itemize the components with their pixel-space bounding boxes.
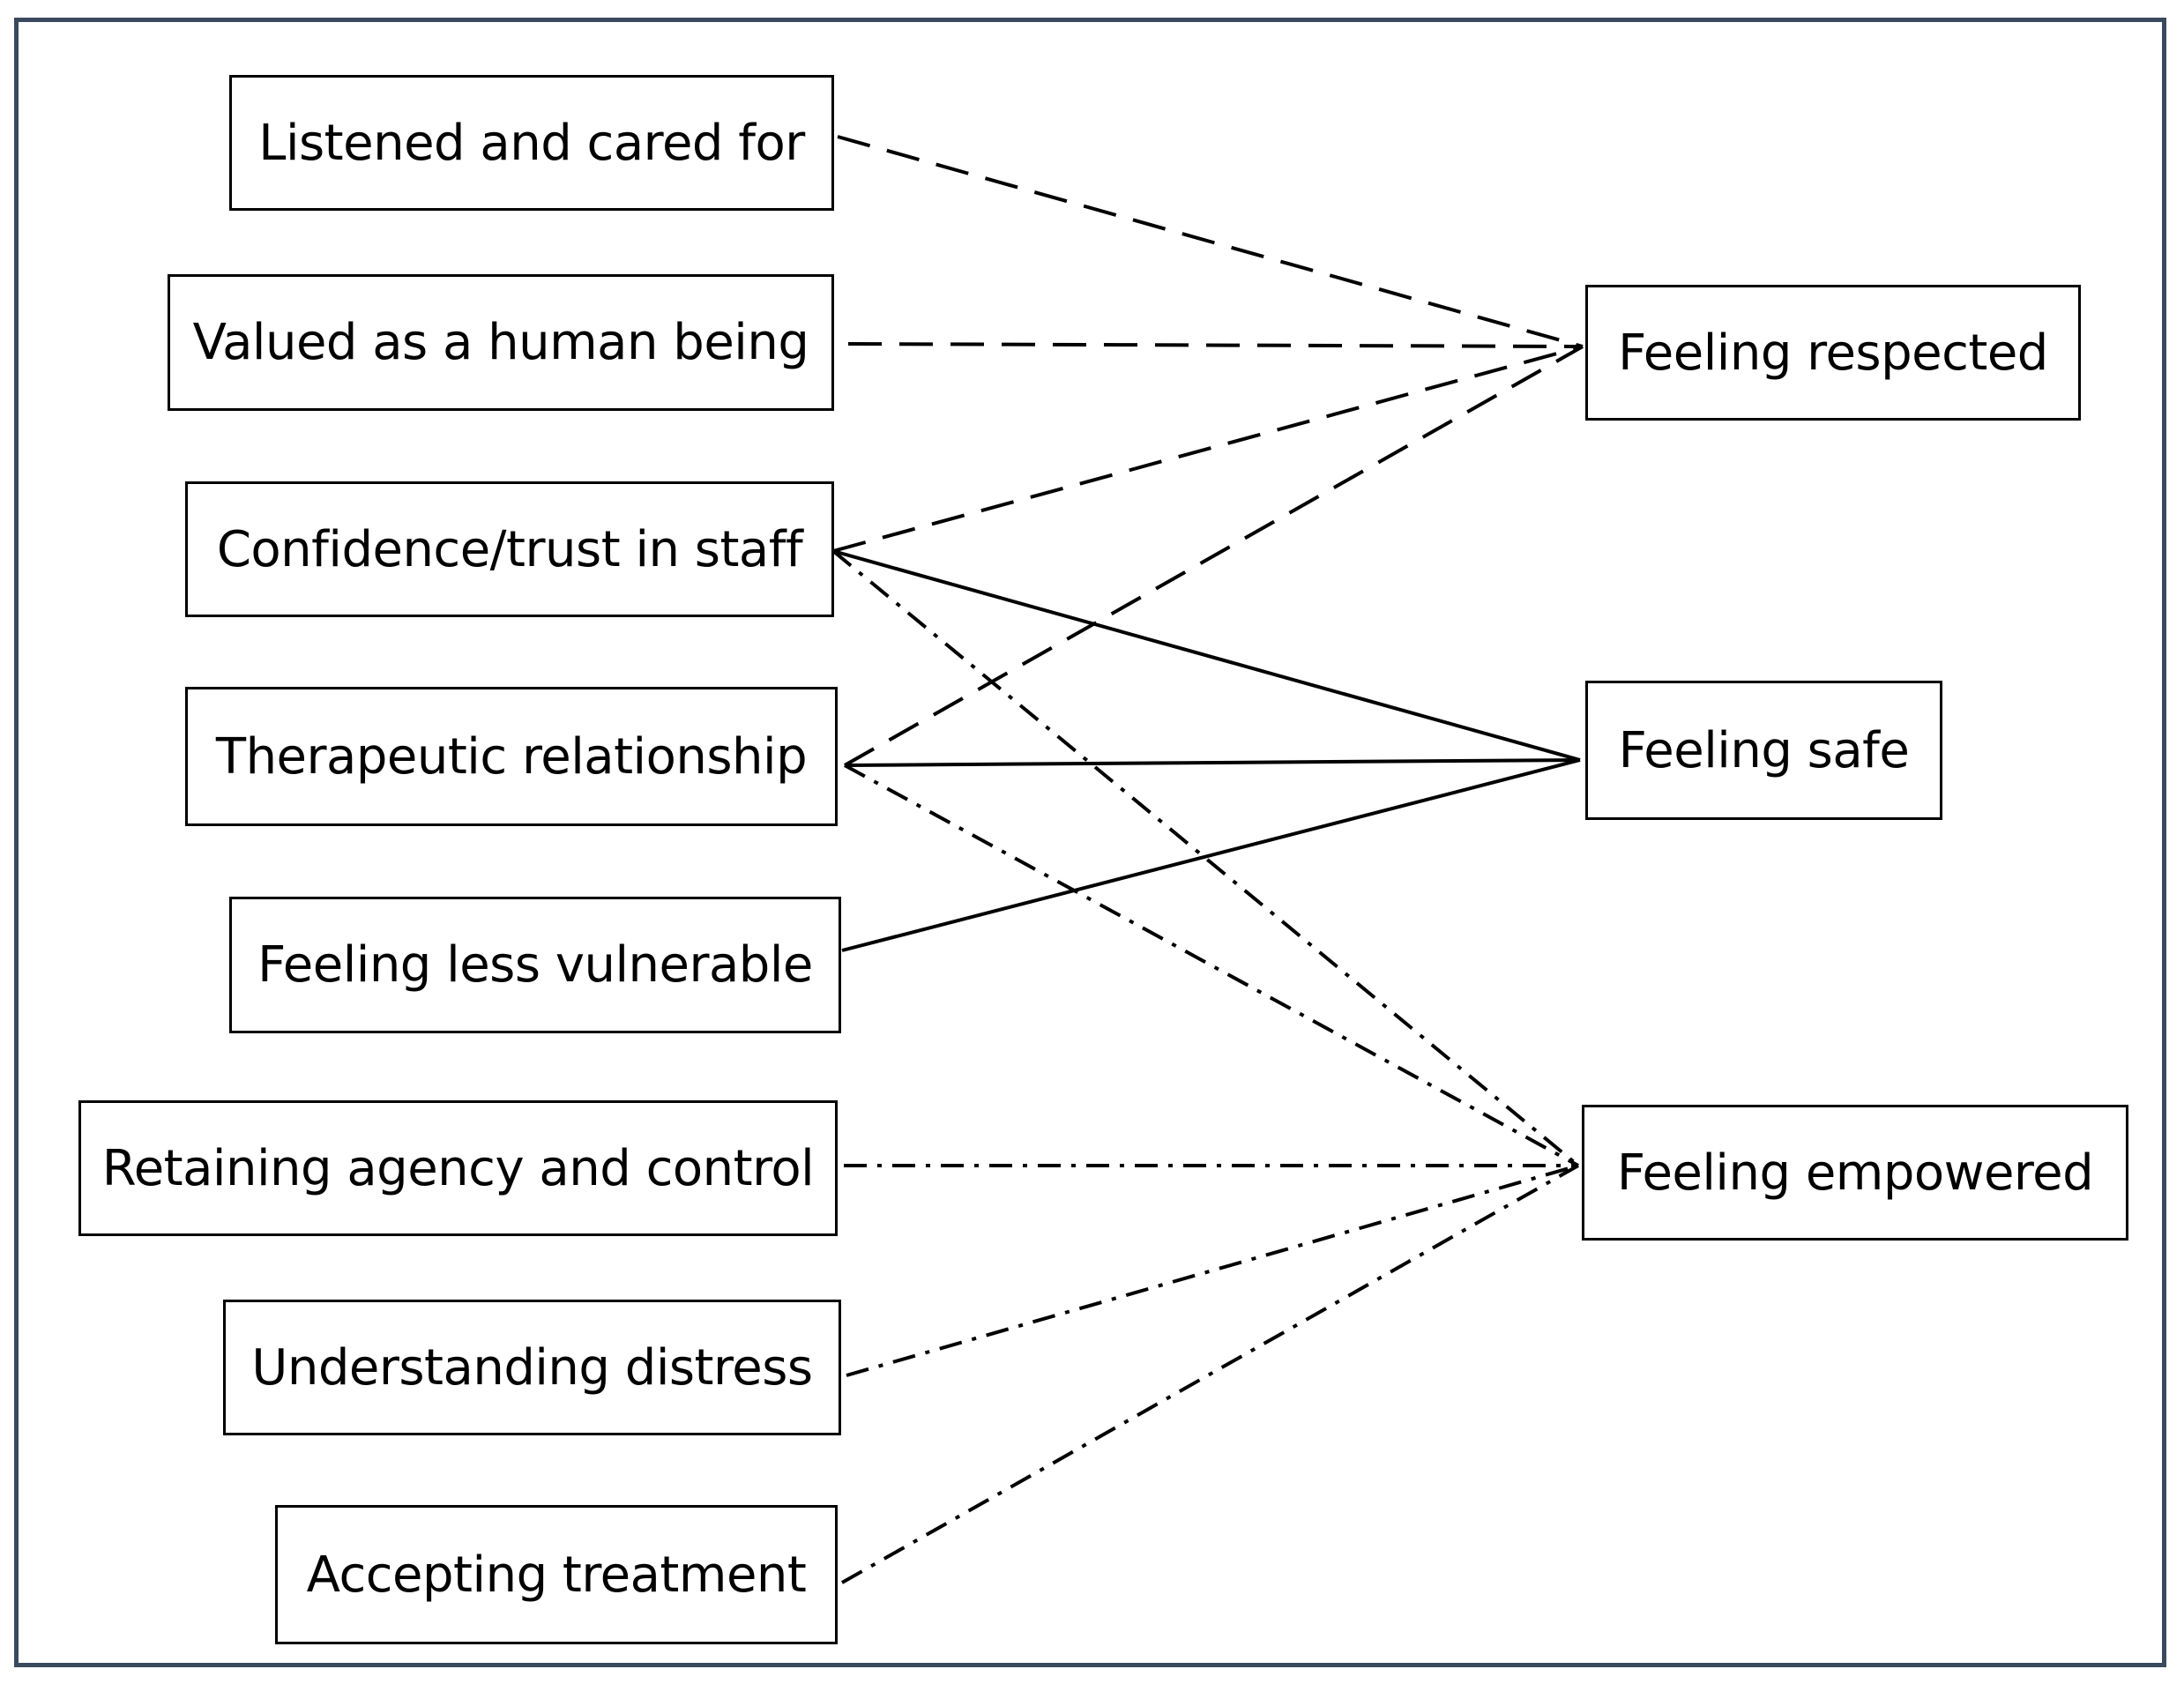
node-treatment: Accepting treatment (275, 1505, 838, 1644)
node-label: Feeling safe (1618, 721, 1910, 779)
node-label: Confidence/trust in staff (216, 520, 803, 578)
node-label: Therapeutic relationship (215, 727, 808, 786)
link-therapeutic-to-safe (844, 758, 1581, 767)
node-valued: Valued as a human being (168, 274, 834, 411)
node-label: Listened and cared for (258, 114, 805, 172)
node-label: Valued as a human being (192, 314, 809, 371)
node-label: Accepting treatment (306, 1546, 807, 1604)
node-agency: Retaining agency and control (78, 1100, 838, 1236)
node-listened: Listened and cared for (229, 75, 834, 211)
link-listened-to-respected (837, 135, 1584, 348)
link-therapeutic-to-empowered (844, 764, 1579, 1167)
node-safe: Feeling safe (1585, 681, 1942, 820)
node-respected: Feeling respected (1585, 285, 2081, 421)
link-confidence-to-respected (832, 345, 1584, 553)
link-confidence-to-safe (832, 549, 1581, 762)
node-label: Understanding distress (251, 1338, 813, 1397)
link-treatment-to-empowered (841, 1164, 1579, 1584)
link-distress-to-empowered (846, 1164, 1579, 1377)
node-label: Retaining agency and control (101, 1139, 815, 1197)
link-valued-to-respected (847, 342, 1584, 348)
link-vulnerable-to-safe (841, 758, 1581, 952)
node-label: Feeling empowered (1616, 1144, 2094, 1202)
node-therapeutic: Therapeutic relationship (185, 687, 838, 826)
link-confidence-to-empowered (831, 549, 1580, 1167)
node-label: Feeling respected (1618, 324, 2048, 382)
node-vulnerable: Feeling less vulnerable (229, 897, 841, 1033)
node-confidence: Confidence/trust in staff (185, 481, 834, 617)
link-therapeutic-to-respected (844, 345, 1584, 767)
node-label: Feeling less vulnerable (257, 936, 813, 994)
node-distress: Understanding distress (223, 1300, 841, 1435)
node-empowered: Feeling empowered (1582, 1105, 2128, 1241)
